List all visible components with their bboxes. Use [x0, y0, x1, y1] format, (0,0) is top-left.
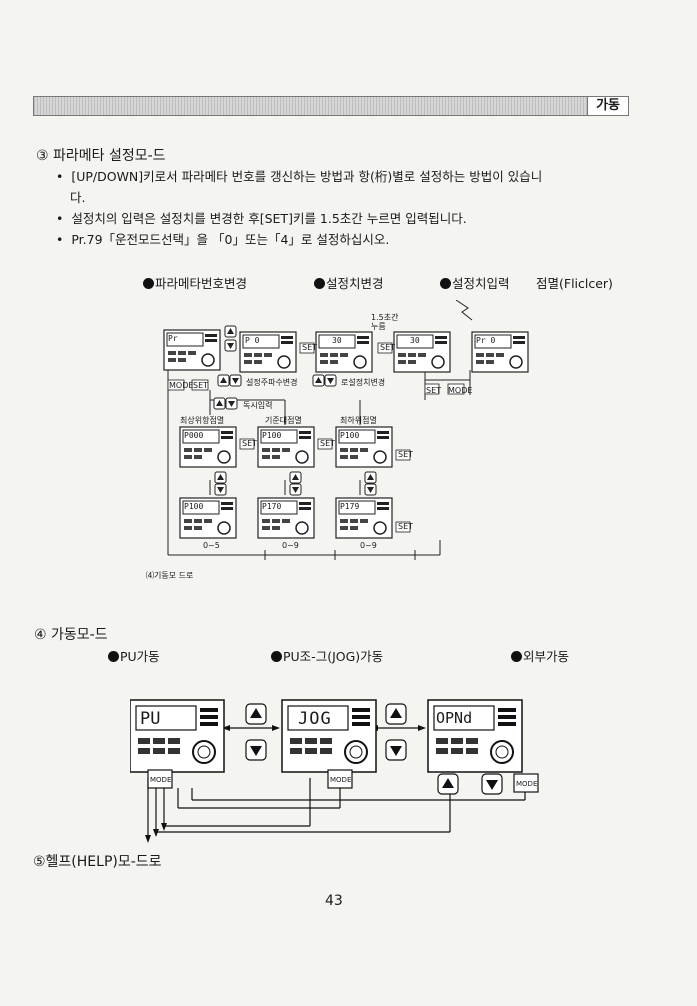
display-11: P179 [340, 502, 360, 511]
set-button-5[interactable]: SET [242, 439, 258, 448]
mode-button-external[interactable]: MODE [516, 780, 538, 788]
display-7: P100 [262, 431, 282, 440]
mode-button-2[interactable]: MODE [448, 386, 473, 395]
parameter-mode-diagram [163, 300, 529, 560]
section-title-run-mode: ④ 가동모-드 [34, 627, 108, 643]
range-label-1: 0~5 [203, 541, 220, 550]
set-button-2[interactable]: SET [380, 343, 396, 352]
mode-button-pu[interactable]: MODE [150, 776, 172, 784]
bullet-list: • [UP/DOWN]키로서 파라메타 번호를 갱신하는 방법과 항(桁)별로 … [56, 166, 636, 250]
bullet-item: • Pr.79「운전모드선택」을 「0」또는「4」로 설정하십시오. [56, 232, 390, 247]
label-middle-digit: 기준대점멸 [265, 416, 302, 425]
bullet-item: • [UP/DOWN]키로서 파라메타 번호를 갱신하는 방법과 항(桁)별로 … [56, 169, 543, 184]
display-9: P100 [184, 502, 204, 511]
set-button-8[interactable]: SET [398, 522, 414, 531]
range-label-2: 0~9 [282, 541, 299, 550]
set-button-1[interactable]: SET [302, 343, 318, 352]
label-freq-change: 설정주파수변경 [246, 378, 298, 387]
label-setting-change: 설정치변경 [314, 273, 384, 292]
label-lowest-digit: 최상위항점멸 [180, 416, 225, 425]
header-tab: 가동 [587, 97, 628, 115]
display-10: P170 [262, 502, 282, 511]
display-3: 30 [332, 336, 342, 345]
label-highest-digit: 최하위점멸 [340, 416, 377, 425]
set-button-4[interactable]: SET [426, 386, 442, 395]
set-button-6[interactable]: SET [320, 439, 336, 448]
run-mode-diagram [130, 699, 539, 843]
label-jog-run: PU조-그(JOG)가동 [271, 646, 383, 665]
bullet-item: • 설정치의 입력은 설정치를 변경한 후[SET]키를 1.5초간 누르면 입… [56, 211, 467, 226]
set-button-7[interactable]: SET [398, 450, 414, 459]
bullet-item-continuation: 다. [70, 190, 86, 205]
label-param-number-change: 파라메타번호변경 [143, 273, 247, 292]
range-label-3: 0~9 [360, 541, 377, 550]
page-number: 43 [325, 893, 343, 909]
header-bar: 가동 [33, 96, 629, 116]
label-setting-input: 설정치입력 [440, 273, 510, 292]
display-5: Pr 0 [476, 336, 496, 345]
display-2: P 0 [245, 336, 260, 345]
mode-button-1[interactable]: MODE [169, 381, 194, 390]
section-title-help-mode: ⑤헬프(HELP)모-드로 [33, 854, 162, 870]
display-1: Pr [168, 334, 178, 343]
label-external-run: 외부가동 [511, 646, 569, 665]
display-4: 30 [410, 336, 420, 345]
display-jog: JOG [298, 709, 332, 729]
label-read-now: 독시입력 [243, 401, 273, 410]
display-pu: PU [140, 709, 161, 729]
section-title-parameter-mode: ③ 파라메타 설정모-드 [36, 148, 166, 164]
label-pu-run: PU가동 [108, 646, 160, 665]
display-8: P100 [340, 431, 360, 440]
mode-button-jog[interactable]: MODE [330, 776, 352, 784]
display-6: P000 [184, 431, 204, 440]
label-to-setting: 로설정치변경 [341, 378, 386, 387]
label-to-run-mode: ⑷기동모 드로 [146, 571, 194, 580]
set-button-3[interactable]: SET [193, 381, 209, 390]
label-flicker: 점멸(Fliclcer) [536, 276, 613, 291]
display-opnd: OPNd [436, 709, 473, 727]
